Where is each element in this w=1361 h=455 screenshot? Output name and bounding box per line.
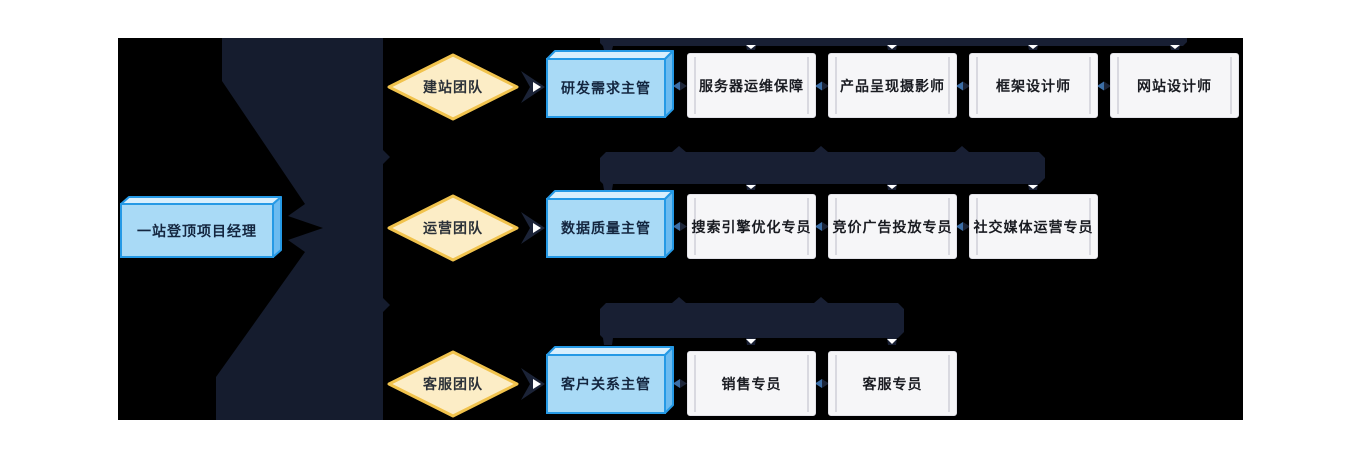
stripe — [976, 57, 978, 114]
lead-label: 数据质量主管 — [561, 220, 651, 236]
member-label: 竞价广告投放专员 — [832, 218, 953, 235]
stripe — [807, 57, 809, 114]
member-label: 框架设计师 — [996, 77, 1071, 94]
member-node[interactable]: 框架设计师 — [969, 53, 1098, 118]
member-label: 社交媒体运营专员 — [973, 218, 1094, 235]
lead-node-shape — [546, 50, 674, 118]
stripe — [1117, 57, 1119, 114]
member-node[interactable]: 客服专员 — [828, 351, 957, 416]
lead-node-2[interactable]: 数据质量主管 — [546, 190, 674, 258]
team-label: 客服团队 — [423, 376, 483, 392]
stripe — [835, 57, 837, 114]
member-node[interactable]: 竞价广告投放专员 — [828, 194, 957, 259]
stripe — [976, 198, 978, 255]
lead-label: 研发需求主管 — [561, 80, 651, 96]
stripe — [835, 198, 837, 255]
team-label: 建站团队 — [423, 79, 483, 95]
stripe — [948, 198, 950, 255]
member-node[interactable]: 销售专员 — [687, 351, 816, 416]
member-node[interactable]: 服务器运维保障 — [687, 53, 816, 118]
member-node[interactable]: 搜索引擎优化专员 — [687, 194, 816, 259]
team-label: 运营团队 — [423, 220, 483, 236]
member-label: 产品呈现摄影师 — [840, 77, 945, 94]
team-diamond-3[interactable]: 客服团队 — [386, 349, 520, 419]
stripe — [1089, 57, 1091, 114]
team-diamond-1[interactable]: 建站团队 — [386, 52, 520, 122]
stripe — [694, 198, 696, 255]
root-label: 一站登顶项目经理 — [137, 223, 257, 239]
stripe — [1230, 57, 1232, 114]
stripe — [948, 355, 950, 412]
lead-node-1[interactable]: 研发需求主管 — [546, 50, 674, 118]
diamond-shape — [387, 350, 519, 418]
root-node-shape — [120, 196, 282, 258]
lead-label: 客户关系主管 — [561, 376, 651, 392]
member-node[interactable]: 产品呈现摄影师 — [828, 53, 957, 118]
member-label: 网站设计师 — [1137, 77, 1212, 94]
root-node[interactable]: 一站登顶项目经理 — [120, 196, 282, 258]
lead-node-3[interactable]: 客户关系主管 — [546, 346, 674, 414]
stripe — [807, 198, 809, 255]
stripe — [694, 355, 696, 412]
stripe — [1089, 198, 1091, 255]
stripe — [694, 57, 696, 114]
team-diamond-2[interactable]: 运营团队 — [386, 193, 520, 263]
stripe — [807, 355, 809, 412]
lead-node-shape — [546, 190, 674, 258]
member-node[interactable]: 社交媒体运营专员 — [969, 194, 1098, 259]
member-label: 搜索引擎优化专员 — [691, 218, 812, 235]
lead-node-shape — [546, 346, 674, 414]
stripe — [948, 57, 950, 114]
stripe — [835, 355, 837, 412]
diamond-shape — [387, 53, 519, 121]
member-label: 销售专员 — [721, 375, 782, 392]
diamond-shape — [387, 194, 519, 262]
member-label: 客服专员 — [862, 375, 923, 392]
member-label: 服务器运维保障 — [699, 77, 804, 94]
member-node[interactable]: 网站设计师 — [1110, 53, 1239, 118]
